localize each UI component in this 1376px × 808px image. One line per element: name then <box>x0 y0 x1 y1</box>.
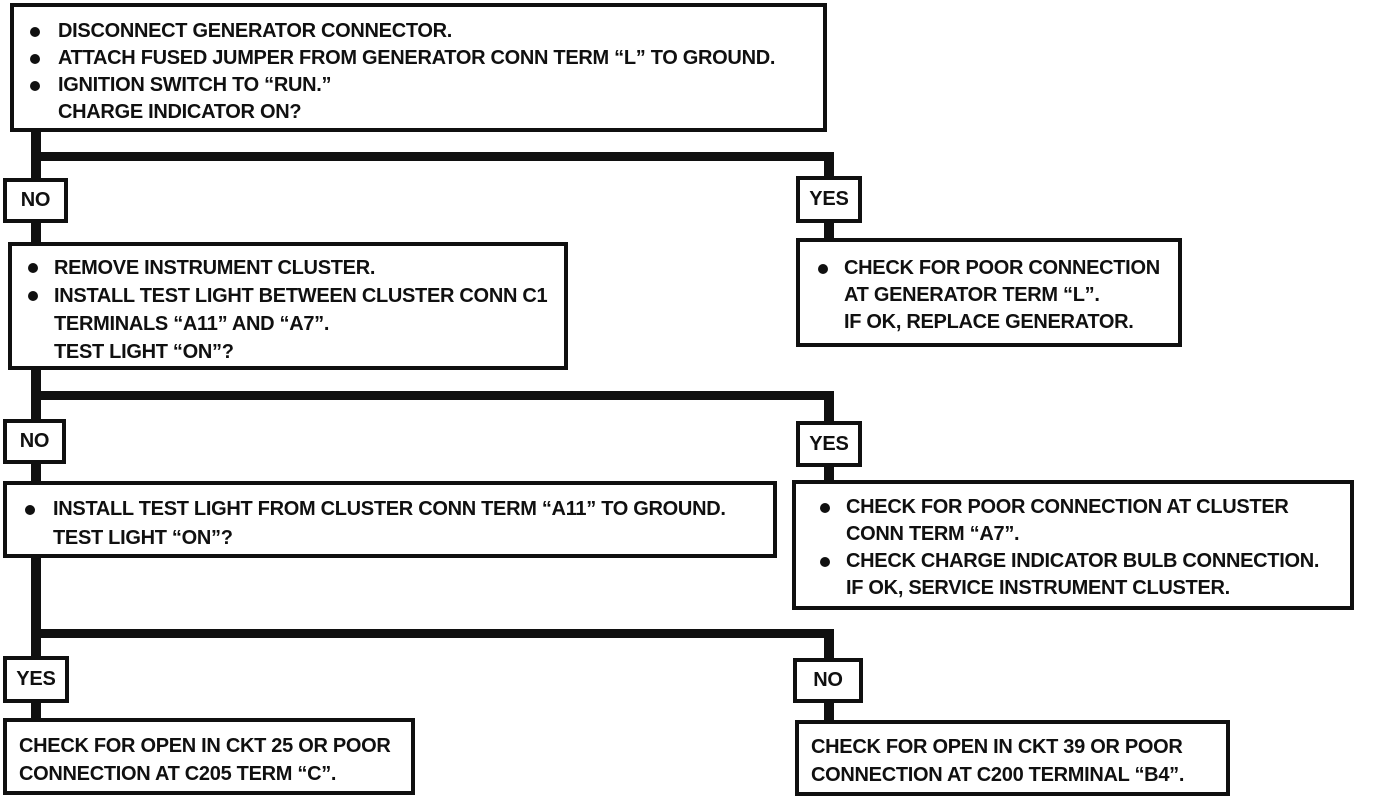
bullet-icon <box>30 53 40 64</box>
step-line: INSTALL TEST LIGHT FROM CLUSTER CONN TER… <box>7 495 773 524</box>
step-line: DISCONNECT GENERATOR CONNECTOR. <box>14 18 823 45</box>
step-text: ATTACH FUSED JUMPER FROM GENERATOR CONN … <box>58 47 776 69</box>
step-line: AT GENERATOR TERM “L”. <box>800 282 1178 309</box>
connector-start-stub <box>31 130 41 154</box>
step-line: IGNITION SWITCH TO “RUN.” <box>14 72 823 99</box>
step-line: CONNECTION AT C205 TERM “C”. <box>7 760 411 788</box>
step-line: CHECK FOR POOR CONNECTION AT CLUSTER <box>796 494 1350 521</box>
step-text: CHARGE INDICATOR ON? <box>58 101 302 123</box>
branch-label-no-2: NO <box>3 419 66 464</box>
step-text: TEST LIGHT “ON”? <box>53 527 233 549</box>
step-text: TEST LIGHT “ON”? <box>54 341 234 363</box>
connector-branch2-yes-drop <box>824 391 834 423</box>
step-line: TEST LIGHT “ON”? <box>12 338 564 366</box>
step-line: TERMINALS “A11” AND “A7”. <box>12 310 564 338</box>
step-line: ATTACH FUSED JUMPER FROM GENERATOR CONN … <box>14 45 823 72</box>
branch-label-yes-1: YES <box>796 176 862 223</box>
connector-no1-to-box <box>31 221 41 244</box>
step-line: INSTALL TEST LIGHT BETWEEN CLUSTER CONN … <box>12 282 564 310</box>
bullet-icon <box>28 291 38 301</box>
step-line: CHECK FOR POOR CONNECTION <box>800 255 1178 282</box>
connector-box5-stub <box>31 555 41 632</box>
connector-yes1-to-box <box>824 221 834 240</box>
step-box-poor-connection-cluster: CHECK FOR POOR CONNECTION AT CLUSTER CON… <box>792 480 1354 610</box>
step-box-poor-connection-generator: CHECK FOR POOR CONNECTION AT GENERATOR T… <box>796 238 1182 347</box>
step-text: CHECK FOR POOR CONNECTION <box>844 257 1160 279</box>
step-text: INSTALL TEST LIGHT FROM CLUSTER CONN TER… <box>53 498 726 520</box>
step-text: DISCONNECT GENERATOR CONNECTOR. <box>58 20 453 42</box>
bullet-icon <box>30 26 40 37</box>
step-text: IGNITION SWITCH TO “RUN.” <box>58 74 332 96</box>
step-box-test-light-ground: INSTALL TEST LIGHT FROM CLUSTER CONN TER… <box>3 481 777 558</box>
step-line: CONNECTION AT C200 TERMINAL “B4”. <box>799 761 1226 789</box>
step-text: CONNECTION AT C205 TERM “C”. <box>19 763 337 785</box>
bullet-icon <box>818 263 828 274</box>
connector-no2-to-box <box>31 462 41 483</box>
step-text: IF OK, SERVICE INSTRUMENT CLUSTER. <box>846 577 1230 599</box>
connector-branch3-bar <box>31 629 834 638</box>
connector-branch1-yes-drop <box>824 152 834 178</box>
bullet-icon <box>30 80 40 91</box>
step-line: IF OK, REPLACE GENERATOR. <box>800 309 1178 336</box>
connector-branch1-bar <box>31 152 834 161</box>
step-text: CHECK CHARGE INDICATOR BULB CONNECTION. <box>846 550 1320 572</box>
connector-yes3-to-box <box>31 701 41 720</box>
bullet-icon <box>820 556 830 567</box>
branch-label-no-3: NO <box>793 658 863 703</box>
step-line: CHARGE INDICATOR ON? <box>14 99 823 126</box>
step-box-open-ckt25: CHECK FOR OPEN IN CKT 25 OR POOR CONNECT… <box>3 718 415 795</box>
step-text: CHECK FOR OPEN IN CKT 39 OR POOR <box>811 736 1183 758</box>
step-line: CONN TERM “A7”. <box>796 521 1350 548</box>
step-text: CONNECTION AT C200 TERMINAL “B4”. <box>811 764 1185 786</box>
step-box-initial-checks: DISCONNECT GENERATOR CONNECTOR. ATTACH F… <box>10 3 827 132</box>
step-text: IF OK, REPLACE GENERATOR. <box>844 311 1134 333</box>
step-text: CONN TERM “A7”. <box>846 523 1020 545</box>
branch-label-yes-2: YES <box>796 421 862 467</box>
step-box-remove-cluster: REMOVE INSTRUMENT CLUSTER. INSTALL TEST … <box>8 242 568 370</box>
step-text: CHECK FOR POOR CONNECTION AT CLUSTER <box>846 496 1289 518</box>
step-text: CHECK FOR OPEN IN CKT 25 OR POOR <box>19 735 391 757</box>
connector-branch1-no-drop <box>31 152 41 180</box>
step-line: CHECK FOR OPEN IN CKT 39 OR POOR <box>799 733 1226 761</box>
connector-branch3-yes-drop <box>31 629 41 658</box>
step-text: TERMINALS “A11” AND “A7”. <box>54 313 330 335</box>
step-text: AT GENERATOR TERM “L”. <box>844 284 1100 306</box>
step-line: CHECK FOR OPEN IN CKT 25 OR POOR <box>7 732 411 760</box>
step-line: CHECK CHARGE INDICATOR BULB CONNECTION. <box>796 548 1350 575</box>
step-text: INSTALL TEST LIGHT BETWEEN CLUSTER CONN … <box>54 285 548 307</box>
connector-branch2-bar <box>31 391 834 400</box>
step-line: TEST LIGHT “ON”? <box>7 524 773 553</box>
connector-yes2-to-box <box>824 465 834 482</box>
connector-branch2-no-drop <box>31 391 41 421</box>
bullet-icon <box>28 263 38 273</box>
branch-label-no-1: NO <box>3 178 68 223</box>
step-line: REMOVE INSTRUMENT CLUSTER. <box>12 254 564 282</box>
step-box-open-ckt39: CHECK FOR OPEN IN CKT 39 OR POOR CONNECT… <box>795 720 1230 796</box>
branch-label-yes-3: YES <box>3 656 69 703</box>
connector-branch3-no-drop <box>824 629 834 660</box>
connector-box2-stub <box>31 368 41 394</box>
step-text: REMOVE INSTRUMENT CLUSTER. <box>54 257 376 279</box>
bullet-icon <box>25 504 35 515</box>
step-line: IF OK, SERVICE INSTRUMENT CLUSTER. <box>796 575 1350 602</box>
bullet-icon <box>820 502 830 513</box>
connector-no3-to-box <box>824 701 834 722</box>
